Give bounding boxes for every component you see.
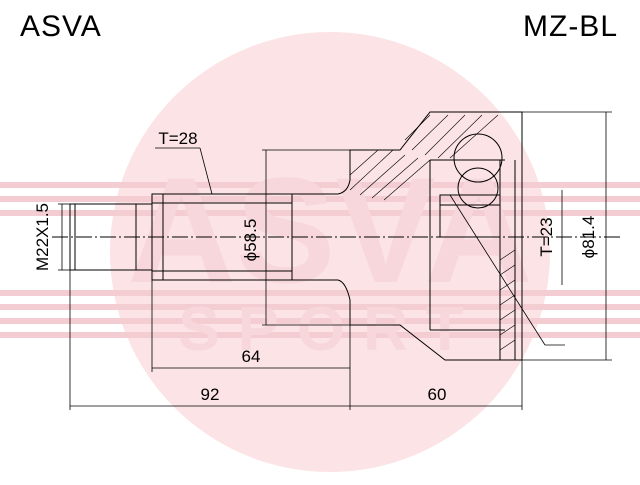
label-outer-diameter: ϕ81.4 bbox=[579, 216, 598, 259]
ball-top bbox=[453, 133, 503, 183]
label-housing-length: 60 bbox=[428, 385, 447, 404]
watermark-stripes bbox=[0, 182, 640, 338]
watermark-brand: ASVA bbox=[127, 146, 533, 314]
label-seal-diameter: ϕ58.5 bbox=[241, 219, 260, 262]
part-outline bbox=[52, 111, 620, 361]
dimension-lines bbox=[58, 111, 612, 410]
brand-title: ASVA bbox=[20, 10, 102, 43]
housing-outline bbox=[292, 111, 523, 361]
part-number: MZ-BL bbox=[523, 10, 618, 43]
watermark: ASVA SPORT bbox=[0, 32, 640, 472]
watermark-sport: SPORT bbox=[178, 295, 482, 364]
watermark-circle bbox=[110, 32, 550, 472]
label-inner-teeth: T=23 bbox=[537, 217, 556, 256]
label-thread: M22X1.5 bbox=[33, 203, 52, 271]
spline-section bbox=[151, 193, 293, 281]
label-shaft-length: 64 bbox=[242, 347, 261, 366]
label-overall-shaft: 92 bbox=[201, 385, 220, 404]
ball-mid bbox=[457, 167, 499, 209]
inner-cage bbox=[429, 159, 505, 331]
dimension-labels: M22X1.5 T=28 ϕ58.5 64 92 60 T=23 ϕ81.4 bbox=[33, 129, 598, 404]
label-spline-teeth: T=28 bbox=[158, 129, 197, 148]
